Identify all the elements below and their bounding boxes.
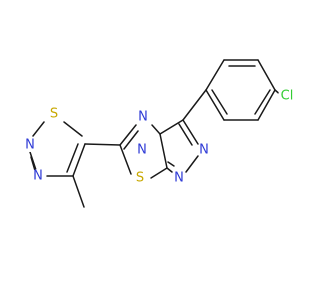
bond <box>205 59 225 91</box>
bond <box>211 89 228 115</box>
atom-n: N <box>136 110 150 125</box>
bond <box>32 121 45 137</box>
bond <box>257 89 276 121</box>
bond <box>119 124 137 146</box>
molecule-structure: N N S N N N S N <box>23 59 296 208</box>
bond <box>63 121 83 137</box>
atom-n: N <box>135 143 149 158</box>
bond <box>72 175 85 208</box>
atom-label: S <box>136 171 144 186</box>
atom-cl: Cl <box>278 87 296 105</box>
bond <box>166 167 173 173</box>
bond-layer <box>29 59 284 208</box>
bond <box>66 143 79 173</box>
bond <box>182 89 207 121</box>
bond <box>159 119 184 135</box>
atom-label: Cl <box>281 89 294 104</box>
atom-label: N <box>137 143 147 158</box>
bond <box>205 89 225 121</box>
bond <box>167 161 175 167</box>
atom-s: S <box>133 171 147 186</box>
atom-label: N <box>199 143 209 158</box>
bond <box>182 119 199 145</box>
atom-s: S <box>47 107 61 122</box>
bond <box>185 155 199 173</box>
bond <box>159 133 168 169</box>
bond <box>123 130 139 150</box>
atom-label: N <box>138 110 148 125</box>
bond <box>72 143 86 177</box>
atom-n: N <box>197 143 211 158</box>
atom-label: N <box>25 138 35 153</box>
atom-n: N <box>31 169 45 184</box>
atom-label: S <box>50 107 58 122</box>
bond <box>178 123 193 146</box>
bond <box>151 124 161 135</box>
atom-label: N <box>33 169 43 184</box>
atom-n: N <box>172 171 186 186</box>
bond <box>254 89 271 115</box>
atom-n: N <box>23 138 37 153</box>
atom-layer: N N S N N N S N <box>23 87 296 186</box>
bond <box>119 144 132 175</box>
bond <box>257 59 276 91</box>
bond <box>84 143 121 146</box>
atom-label: N <box>174 171 184 186</box>
bond <box>150 167 168 179</box>
